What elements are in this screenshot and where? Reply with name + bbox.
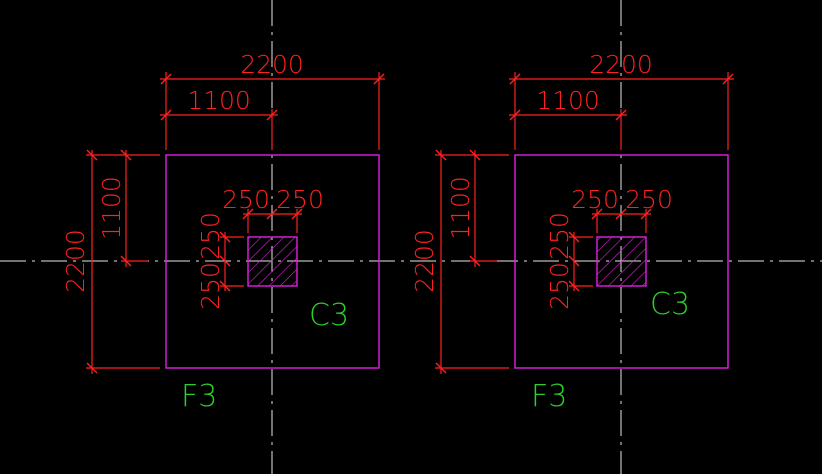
footing-label: F3 bbox=[531, 379, 567, 414]
dimension-total-height: 2200 bbox=[61, 149, 160, 374]
dimension-total-height: 2200 bbox=[410, 149, 509, 374]
footing-label: F3 bbox=[181, 379, 217, 414]
dim-text-column-bottom: 250 bbox=[196, 262, 225, 310]
column-hatched bbox=[596, 236, 647, 287]
dim-text-total-width: 2200 bbox=[240, 50, 304, 79]
dim-text-half-height: 1100 bbox=[446, 176, 475, 240]
footing-outline bbox=[514, 154, 729, 369]
dimension-half-width: 1100 bbox=[160, 86, 278, 150]
dim-text-half-height: 1100 bbox=[97, 176, 126, 240]
column-label: C3 bbox=[650, 287, 690, 322]
footing-group-2: 2200 1100 2200 1100 bbox=[410, 0, 734, 474]
dimension-column-height: 250 250 bbox=[196, 212, 244, 310]
dim-text-column-right: 250 bbox=[625, 185, 673, 214]
dim-text-total-height: 2200 bbox=[61, 229, 90, 293]
dim-text-half-width: 1100 bbox=[187, 86, 251, 115]
footing-outline bbox=[165, 154, 380, 369]
dimension-column-height: 250 250 bbox=[545, 212, 593, 310]
dim-text-column-left: 250 bbox=[571, 185, 619, 214]
dim-text-column-top: 250 bbox=[196, 212, 225, 260]
dim-text-total-height: 2200 bbox=[410, 229, 439, 293]
column-label: C3 bbox=[309, 298, 349, 333]
dim-text-column-top: 250 bbox=[545, 212, 574, 260]
dimension-half-height: 1100 bbox=[97, 149, 148, 267]
dim-text-total-width: 2200 bbox=[589, 50, 653, 79]
dimension-total-width: 2200 bbox=[160, 50, 385, 150]
dim-text-half-width: 1100 bbox=[536, 86, 600, 115]
dimension-column-width: 250 250 bbox=[571, 185, 673, 233]
dimension-total-width: 2200 bbox=[509, 50, 734, 150]
dim-text-column-left: 250 bbox=[222, 185, 270, 214]
dim-text-column-right: 250 bbox=[276, 185, 324, 214]
footing-group-1: 2200 1100 2200 1100 bbox=[61, 0, 385, 474]
dimension-half-width: 1100 bbox=[509, 86, 627, 150]
dim-text-column-bottom: 250 bbox=[545, 262, 574, 310]
dimension-column-width: 250 250 bbox=[222, 185, 324, 233]
dimension-half-height: 1100 bbox=[446, 149, 497, 267]
column-hatched bbox=[247, 236, 298, 287]
